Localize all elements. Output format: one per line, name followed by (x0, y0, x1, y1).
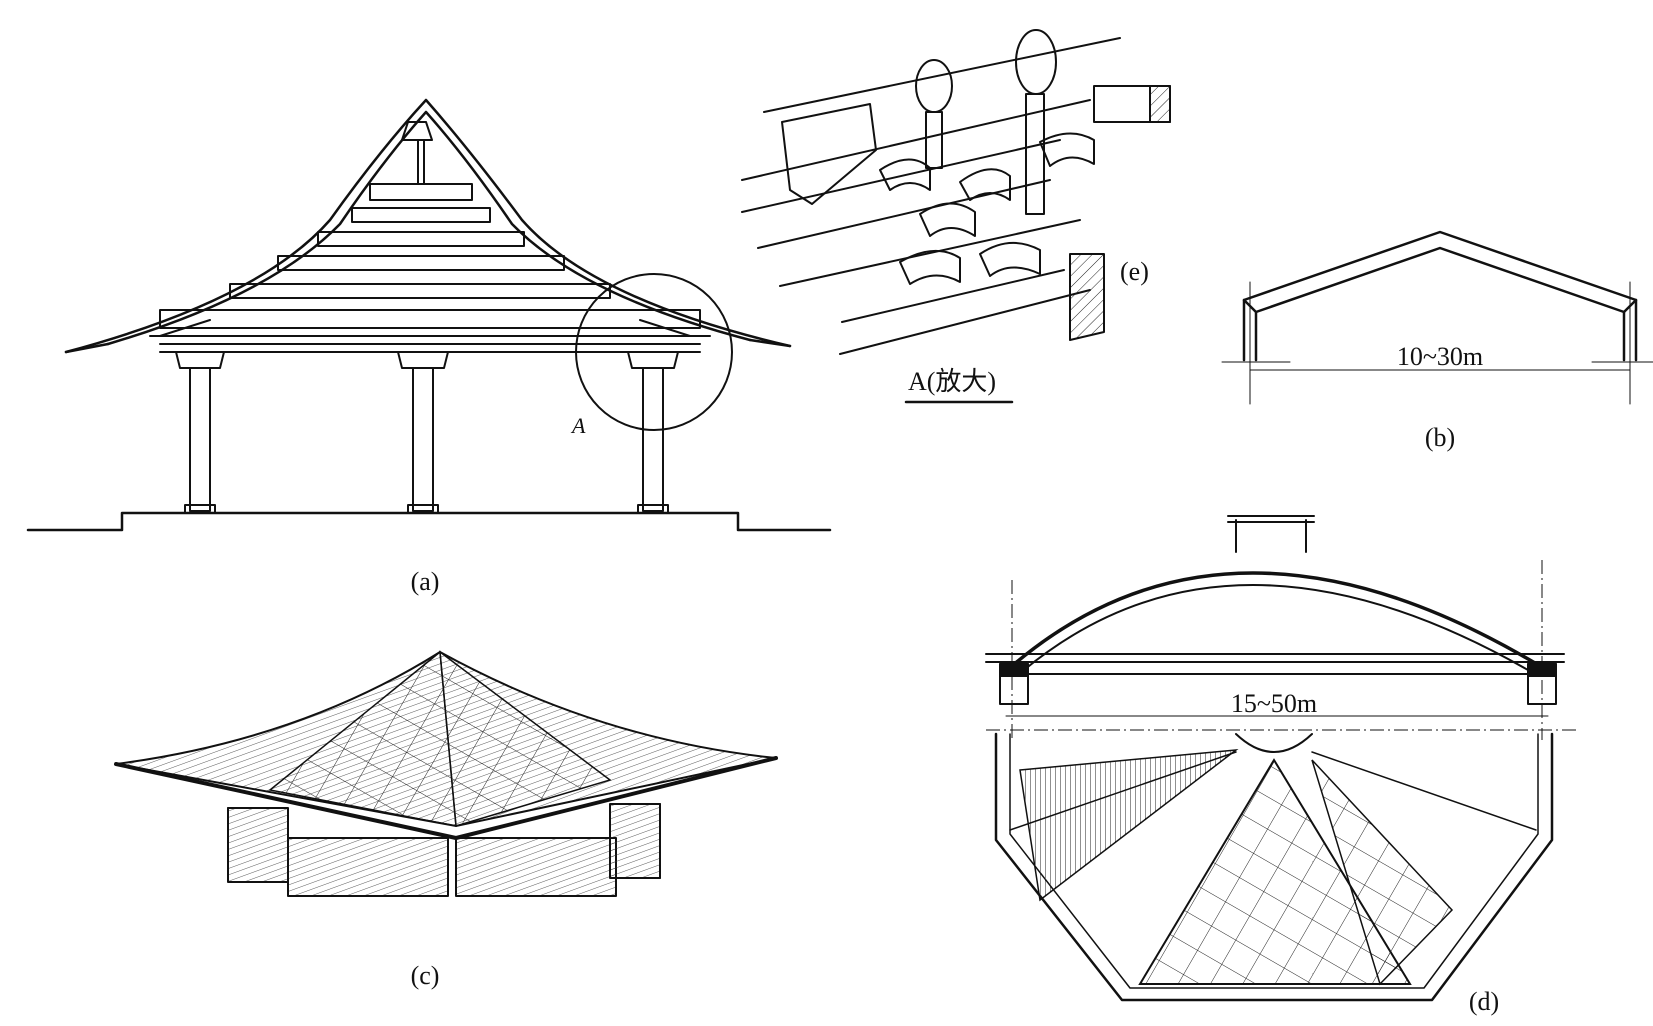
plan-outline (994, 732, 1554, 1002)
caption-b: (b) (1425, 423, 1455, 452)
detail-circle-a (575, 273, 733, 431)
roof-grid-right (439, 650, 612, 827)
frame-centerlines (1221, 281, 1653, 405)
curved-roof (64, 98, 792, 354)
dougong-arms (879, 132, 1095, 285)
enlarge-label: A(放大) (908, 367, 996, 396)
panel-b-portal-frame: 10~30m (b) (1221, 230, 1653, 452)
plan-inner (1009, 733, 1539, 989)
central-oculus (1235, 733, 1313, 753)
detail-marker-a: A (570, 413, 586, 438)
edge-beams (114, 756, 778, 840)
skylight (1227, 515, 1315, 553)
frame-outline (1242, 230, 1638, 362)
radial-ribs (1009, 751, 1537, 831)
diamond-grid-sector-right (1311, 759, 1454, 986)
ridge-block (401, 121, 433, 141)
diamond-grid-sector (1138, 758, 1412, 985)
panel-d-dome-section: 15~50m (d) (985, 515, 1578, 1016)
caption-d: (d) (1469, 987, 1499, 1016)
bracket-sets (149, 335, 711, 369)
ground-platform (26, 511, 832, 532)
span-label-d: 15~50m (1231, 689, 1317, 718)
eave-beams (741, 37, 1121, 355)
support-walls (227, 803, 661, 897)
hatched-sector-left (1019, 749, 1239, 902)
caption-e: (e) (1120, 257, 1149, 286)
centerlines (986, 560, 1578, 740)
caption-c: (c) (411, 961, 440, 990)
panel-e-bracket-detail: (e) A(放大) (741, 29, 1171, 404)
panel-a-timber-roof-section: A (a) (26, 98, 832, 596)
eave-purlins (159, 319, 691, 337)
dome-inner (1023, 584, 1529, 671)
caption-a: (a) (411, 567, 440, 596)
bracket-blocks (781, 85, 1171, 341)
stacked-beams (159, 139, 701, 329)
finials (915, 29, 1057, 215)
span-label-b: 10~30m (1397, 342, 1483, 371)
panel-c-hypar-roof: (c) (114, 650, 778, 990)
columns (184, 367, 669, 514)
dome-shell (1010, 571, 1542, 668)
